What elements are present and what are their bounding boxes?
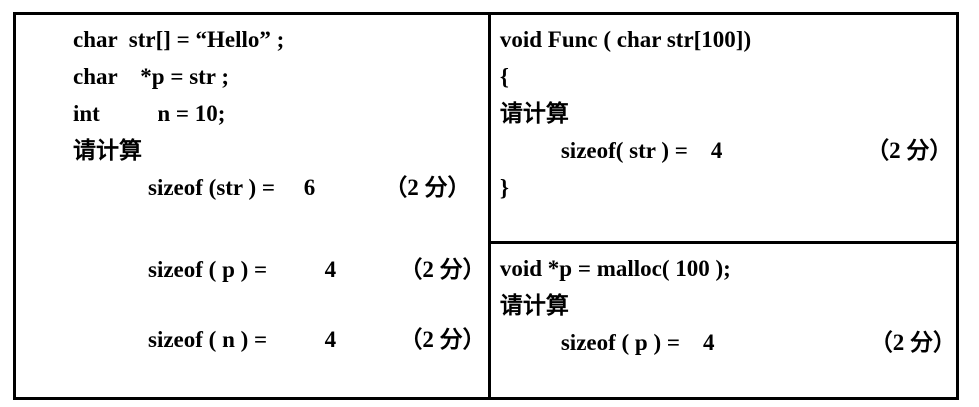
- prompt-label: 请计算: [499, 101, 569, 126]
- code-line-void-func: void Func ( char str[100]): [499, 27, 752, 52]
- code-line-char-p: char *p = str ;: [73, 64, 230, 89]
- cell-declarations: char str[] = “Hello” ; char *p = str ; i…: [16, 15, 491, 397]
- answer-line-sizeof-p: sizeof ( p ) = 4 （2 分）: [148, 257, 486, 282]
- answer-line-sizeof-n: sizeof ( n ) = 4 （2 分）: [148, 327, 486, 352]
- prompt-label: 请计算: [499, 293, 569, 318]
- code-line-int-n: int n = 10;: [73, 101, 226, 126]
- cell-malloc: void *p = malloc( 100 ); 请计算 sizeof ( p …: [491, 244, 956, 397]
- code-line-open-brace: {: [499, 64, 509, 89]
- prompt-label: 请计算: [73, 138, 142, 163]
- sizeof-quiz-table: char str[] = “Hello” ; char *p = str ; i…: [13, 12, 959, 400]
- answer-line-sizeof-p: sizeof ( p ) = 4 （2 分）: [560, 330, 956, 355]
- code-line-char-str: char str[] = “Hello” ;: [73, 27, 285, 52]
- answer-line-sizeof-str: sizeof (str ) = 6 （2 分）: [148, 175, 471, 200]
- answer-line-sizeof-str: sizeof( str ) = 4 （2 分）: [560, 138, 953, 163]
- code-line-malloc: void *p = malloc( 100 );: [499, 256, 731, 281]
- cell-func-param: void Func ( char str[100]) { 请计算 sizeof(…: [490, 15, 956, 244]
- right-column: void Func ( char str[100]) { 请计算 sizeof(…: [490, 15, 956, 397]
- code-line-close-brace: }: [499, 175, 509, 200]
